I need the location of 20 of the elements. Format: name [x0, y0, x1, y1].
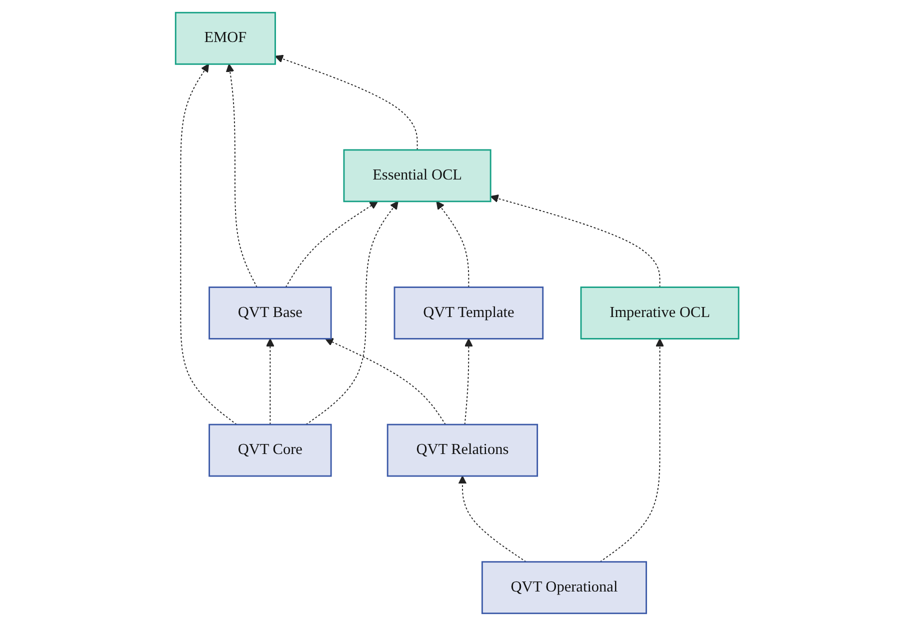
arrow [600, 338, 664, 562]
arrow [306, 201, 399, 426]
node-box: EMOF [175, 12, 276, 65]
node-box: QVT Relations [387, 424, 538, 477]
arrow [458, 476, 527, 562]
node-box: Imperative OCL [580, 286, 740, 340]
arrow [325, 338, 446, 426]
node-box: QVT Base [208, 286, 332, 340]
arrow [286, 201, 378, 288]
arrow [226, 64, 258, 288]
arrow [275, 54, 418, 150]
arrow [490, 194, 661, 288]
node-box: QVT Template [394, 286, 544, 340]
arrow [180, 64, 238, 426]
node-box: QVT Core [208, 424, 332, 477]
arrow [436, 201, 470, 288]
arrow [266, 338, 275, 426]
node-box: Essential OCL [344, 149, 492, 202]
arrow [464, 338, 474, 426]
node-box: QVT Operational [482, 561, 648, 614]
